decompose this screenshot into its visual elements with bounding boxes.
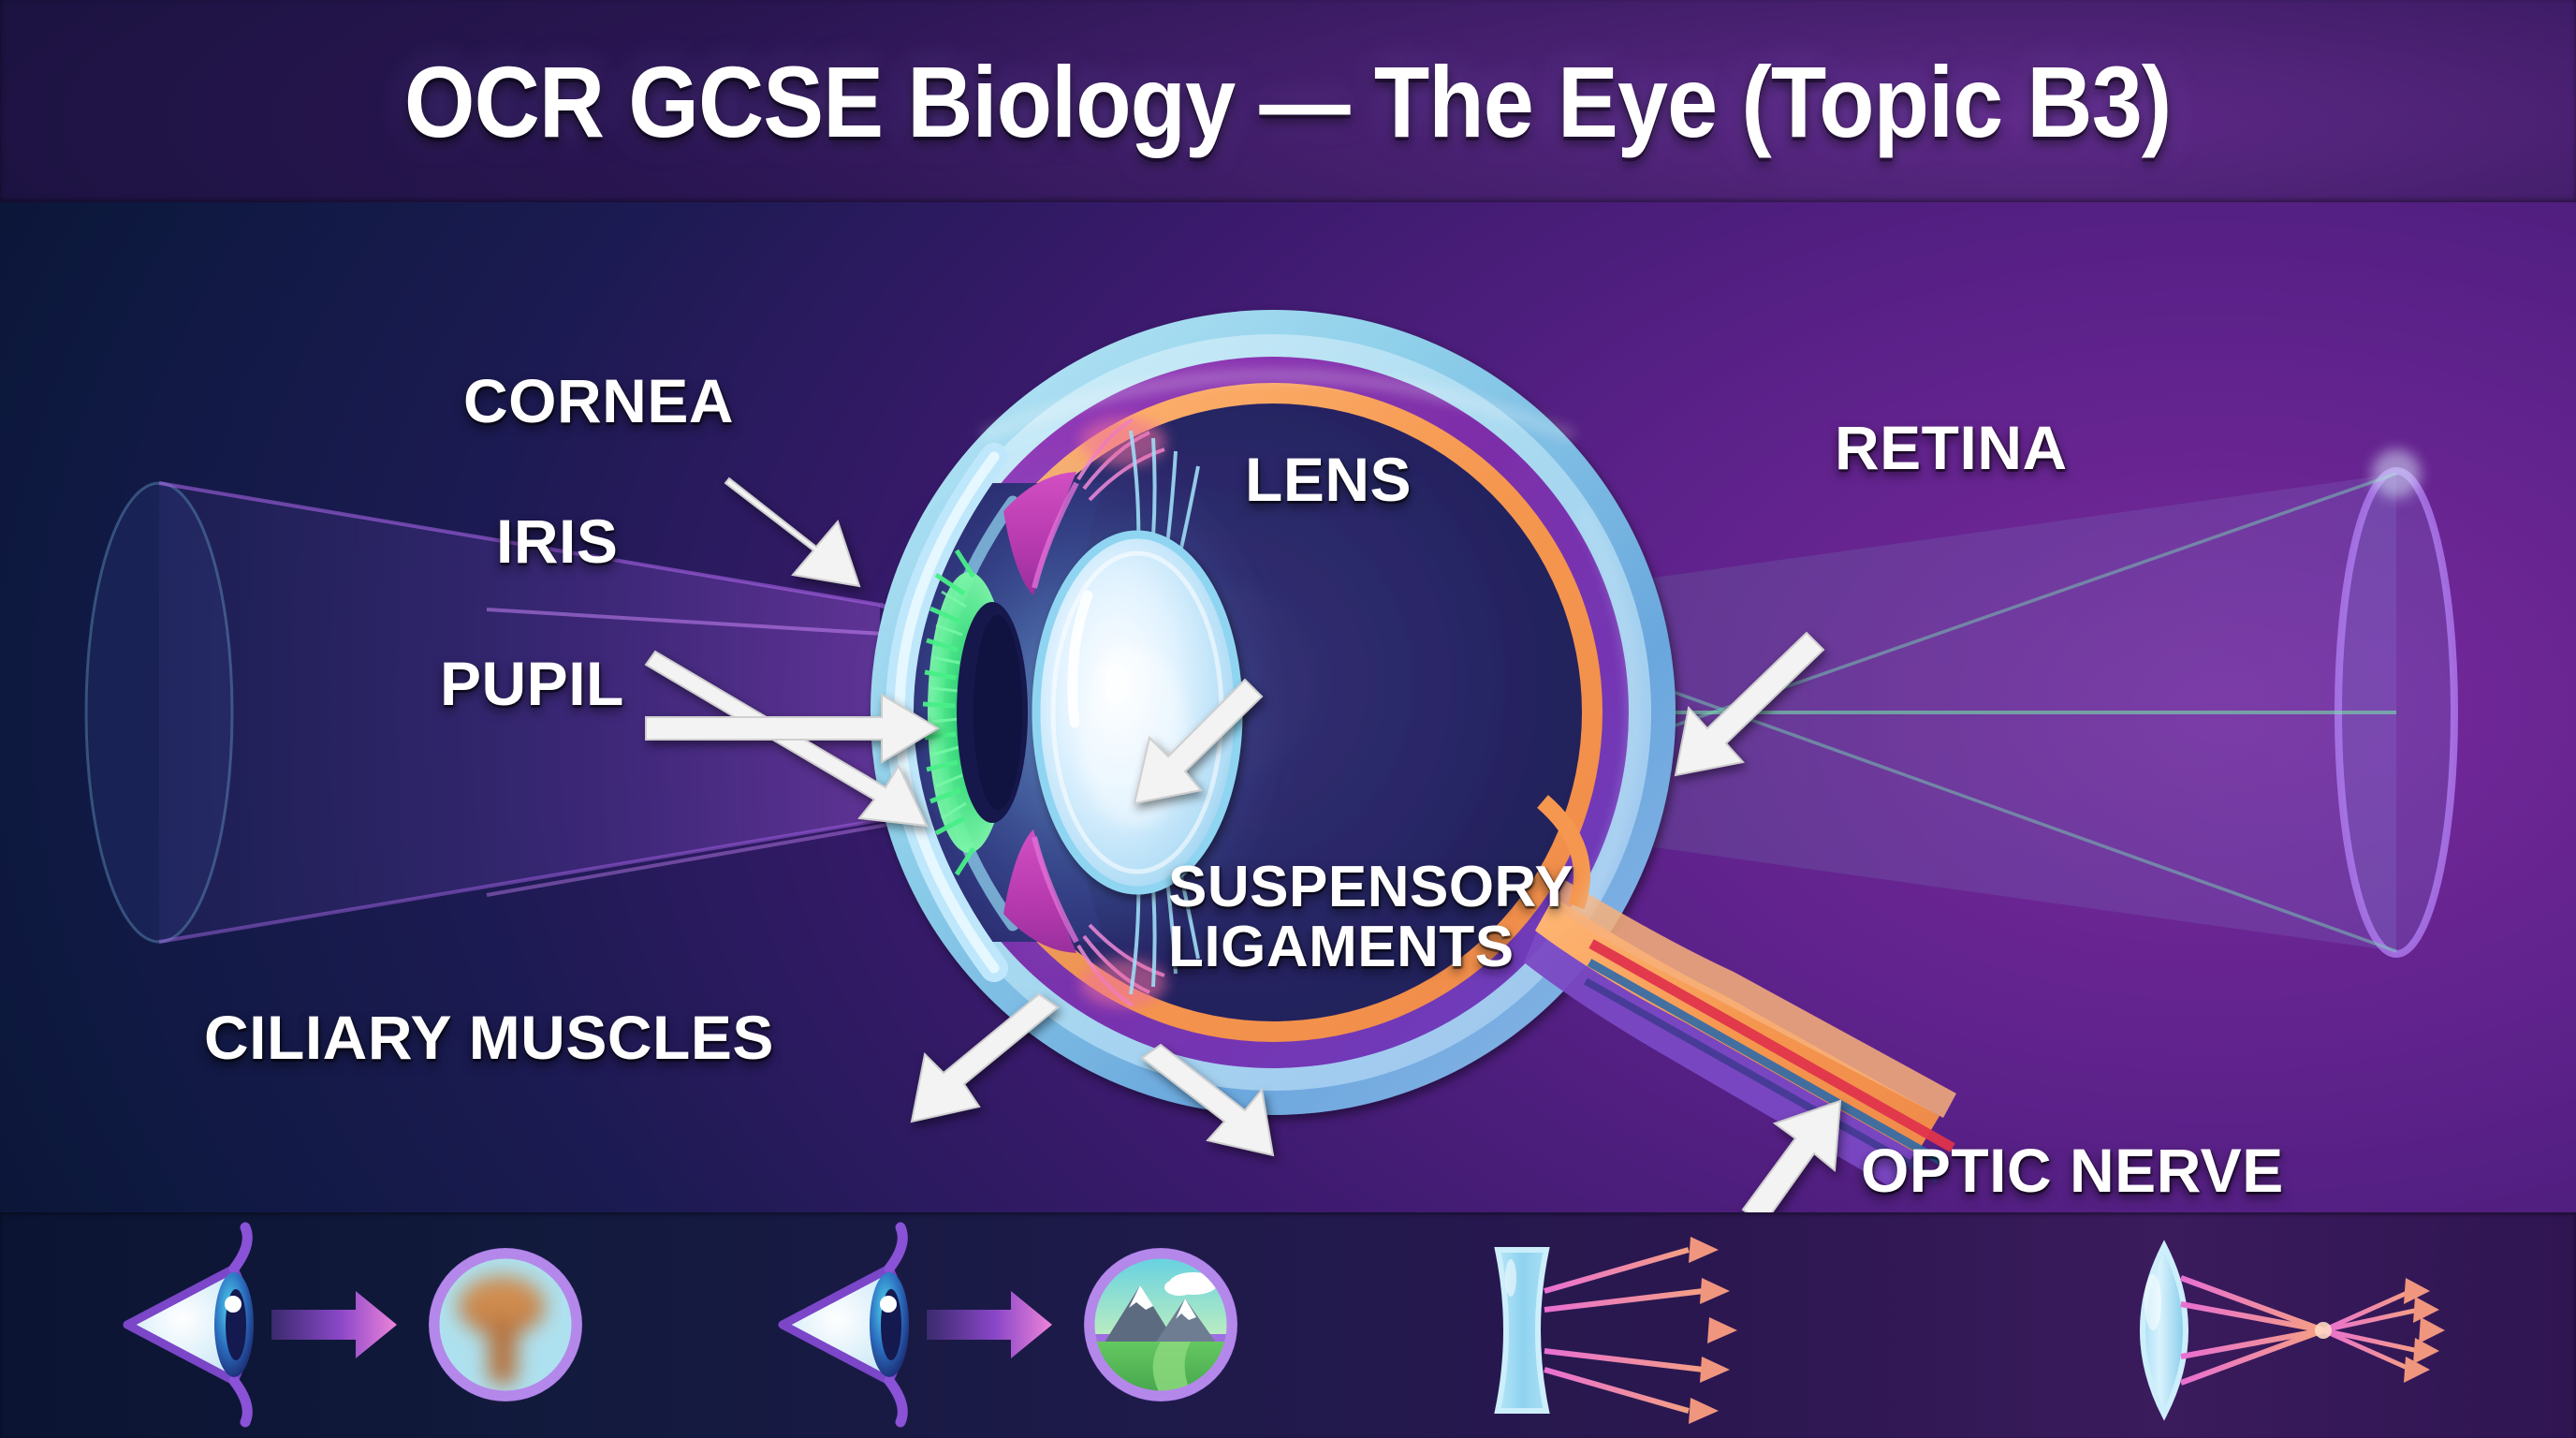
optic-nerve-arrow	[1741, 1099, 1842, 1212]
concave-lens-shape	[1494, 1247, 1550, 1414]
header-banner: OCR GCSE Biology — The Eye (Topic B3)	[0, 0, 2576, 202]
focal-point	[2315, 1322, 2332, 1339]
suspensory-ligaments-arrow	[1140, 1043, 1275, 1157]
retina-arrow	[1674, 631, 1825, 777]
label-lens[interactable]: LENS	[1245, 448, 1412, 512]
ray-arrowheads	[1689, 1237, 1737, 1424]
label-lens-text: LENS	[1245, 445, 1412, 514]
incoming-rays	[1329, 1292, 1520, 1369]
ray-arrowheads	[2404, 1278, 2445, 1383]
converging-rays	[2179, 1275, 2325, 1386]
strip-cell-convex-lens-converging[interactable]	[1956, 1212, 2576, 1438]
label-pupil[interactable]: PUPIL	[440, 652, 624, 716]
optic-nerve	[1524, 795, 1956, 1187]
distant-object-sharp-icon-group	[778, 1222, 1237, 1428]
label-cornea[interactable]: CORNEA	[463, 369, 734, 433]
label-suspensory-ligaments[interactable]: SUSPENSORY LIGAMENTS	[1168, 855, 1574, 980]
near-object-blurred-icon-group	[123, 1222, 582, 1428]
label-iris[interactable]: IRIS	[496, 509, 618, 574]
bottom-icon-strip	[0, 1212, 2576, 1438]
label-arrows	[644, 477, 1842, 1212]
convex-lens-converging-rays-icon	[1984, 1240, 2445, 1421]
label-ciliary-muscles[interactable]: CILIARY MUSCLES	[204, 1005, 774, 1070]
label-ciliary-muscles-text: CILIARY MUSCLES	[204, 1003, 774, 1072]
label-cornea-text: CORNEA	[463, 366, 735, 435]
eye-cross-section-diagram: CORNEA IRIS PUPIL LENS RETINA SUSPENSORY…	[0, 202, 2576, 1212]
lens	[1032, 530, 1243, 895]
strip-cell-near-object-blurred[interactable]	[0, 1212, 655, 1438]
strip-cell-concave-lens-diverging[interactable]	[1310, 1212, 1956, 1438]
pupil-arrow	[645, 693, 940, 764]
ciliary-muscles-arrow	[910, 992, 1060, 1123]
eye-diagram-artwork	[84, 310, 2458, 1212]
diverging-after-focus	[2321, 1288, 2424, 1372]
near-object-light-cone	[84, 481, 881, 944]
strip-cell-distant-object-sharp[interactable]	[655, 1212, 1310, 1438]
incoming-rays	[1984, 1273, 2155, 1387]
eye-icon	[123, 1222, 254, 1428]
right-arrow-icon	[271, 1291, 397, 1358]
eyeball-highlights	[981, 371, 1638, 917]
convex-lens-shape	[2140, 1240, 2188, 1421]
label-retina-text: RETINA	[1835, 413, 2068, 482]
ciliary-muscles	[1003, 418, 1166, 1007]
cornea-arrow	[724, 477, 861, 588]
right-arrow-icon	[927, 1291, 1052, 1358]
label-iris-text: IRIS	[496, 506, 619, 576]
diverging-rays	[1544, 1247, 1711, 1414]
label-optic-nerve[interactable]: OPTIC NERVE	[1861, 1138, 2284, 1203]
label-optic-nerve-text: OPTIC NERVE	[1861, 1136, 2284, 1205]
concave-lens-diverging-rays-icon	[1329, 1237, 1737, 1424]
blurred-near-object-icon	[429, 1248, 582, 1401]
pupil	[957, 602, 1028, 823]
label-suspensory-ligaments-line2: LIGAMENTS	[1168, 915, 1515, 980]
label-suspensory-ligaments-line1: SUSPENSORY	[1168, 855, 1574, 919]
label-pupil-text: PUPIL	[440, 649, 624, 718]
label-retina[interactable]: RETINA	[1835, 416, 2068, 480]
page-title: OCR GCSE Biology — The Eye (Topic B3)	[404, 44, 2172, 158]
mountain-landscape-icon	[1084, 1248, 1237, 1401]
lens-arrow	[1133, 678, 1264, 805]
eye-icon	[778, 1222, 909, 1428]
